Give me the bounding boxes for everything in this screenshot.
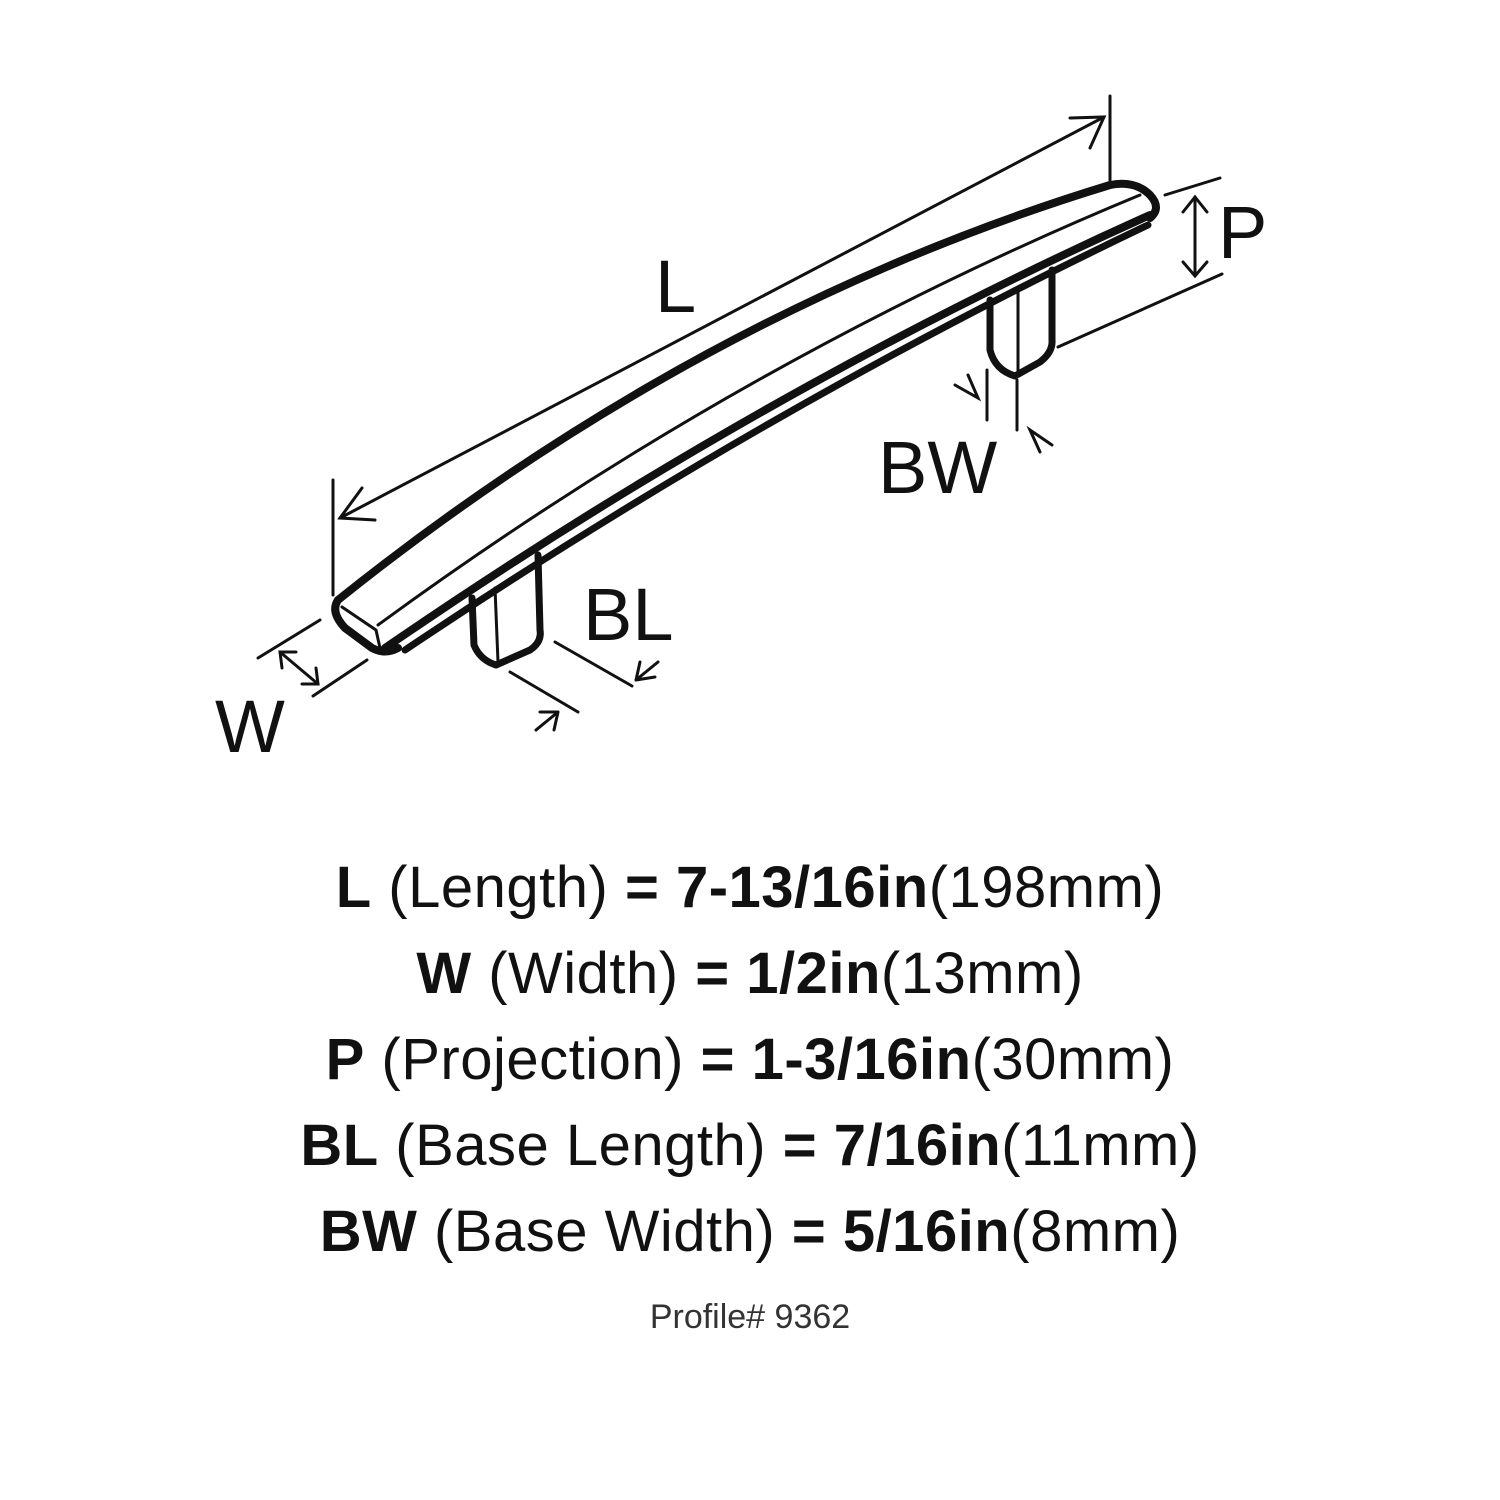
width-extension-bottom	[311, 658, 369, 698]
base-width-label: BW	[878, 426, 997, 509]
spec-name: (Base Length)	[395, 1113, 767, 1178]
spec-inches: 5/16in	[842, 1199, 1011, 1264]
spec-code: W	[416, 941, 472, 1006]
width-arrow-top-icon	[278, 650, 298, 670]
spec-mm: (13mm)	[880, 941, 1084, 1006]
projection-arrow-top-icon	[1181, 194, 1209, 214]
spec-code: BW	[319, 1199, 418, 1264]
spec-name: (Length)	[388, 855, 609, 920]
spec-length: L (Length) = 7-13/16in(198mm)	[0, 845, 1500, 931]
width-dimension-line	[278, 650, 320, 686]
pull-dimension-diagram: L P BW BL W	[215, 94, 1267, 768]
spec-mm: (8mm)	[1010, 1199, 1181, 1264]
bar-top-edge	[334, 181, 1114, 604]
base-width-arrow-right-icon	[1026, 425, 1054, 454]
base-length-extension-top	[553, 640, 634, 688]
right-post	[986, 266, 1056, 380]
spec-mm: (30mm)	[971, 1027, 1175, 1092]
base-length-label: BL	[583, 573, 674, 656]
length-arrow-left-icon	[337, 486, 377, 522]
projection-extension-bottom	[1056, 272, 1224, 349]
base-length-arrow-bottom-icon	[534, 710, 560, 732]
spec-equals: =	[791, 1199, 827, 1264]
spec-mm: (11mm)	[1001, 1113, 1200, 1178]
spec-base-width: BW (Base Width) = 5/16in(8mm)	[0, 1189, 1500, 1275]
bar-left-end	[331, 596, 402, 656]
dimension-lines	[256, 94, 1224, 732]
spec-code: BL	[300, 1113, 379, 1178]
left-post	[468, 551, 544, 669]
base-width-arrow-left-icon	[953, 373, 982, 402]
projection-arrow-bottom-icon	[1181, 260, 1209, 279]
length-dimension-line	[338, 115, 1106, 520]
base-length-arrow-top-icon	[634, 660, 660, 682]
spec-equals: =	[700, 1027, 735, 1092]
spec-mm: (198mm)	[928, 855, 1165, 920]
spec-name: (Projection)	[381, 1027, 684, 1092]
length-arrow-right-icon	[1068, 115, 1107, 150]
bar-right-end	[1106, 179, 1160, 222]
spec-name: (Width)	[488, 941, 679, 1006]
spec-name: (Base Width)	[433, 1199, 776, 1264]
spec-code: L	[335, 855, 372, 920]
base-length-extension-bottom	[508, 670, 580, 714]
spec-base-length: BL (Base Length) = 7/16in(11mm)	[0, 1103, 1500, 1189]
spec-inches: 1-3/16in	[751, 1027, 972, 1092]
spec-code: P	[325, 1027, 365, 1092]
spec-width: W (Width) = 1/2in(13mm)	[0, 931, 1500, 1017]
bar-left-end-facet	[340, 605, 382, 650]
spec-projection: P (Projection) = 1-3/16in(30mm)	[0, 1017, 1500, 1103]
length-label: L	[655, 245, 696, 328]
projection-label: P	[1218, 191, 1267, 274]
width-extension-top	[256, 618, 322, 660]
pull-handle-drawing	[331, 179, 1160, 669]
profile-number: Profile# 9362	[649, 1298, 851, 1336]
dimension-specs: L (Length) = 7-13/16in(198mm) W (Width) …	[0, 845, 1500, 1275]
spec-inches: 7-13/16in	[675, 855, 929, 920]
width-arrow-bottom-icon	[300, 666, 320, 686]
spec-equals: =	[782, 1113, 818, 1178]
left-post-midline	[493, 586, 500, 664]
spec-inches: 7/16in	[833, 1113, 1002, 1178]
spec-inches: 1/2in	[746, 941, 881, 1006]
projection-extension-top	[1163, 176, 1222, 197]
bar-bottom-edge	[401, 221, 1152, 654]
spec-equals: =	[695, 941, 730, 1006]
bar-front-top-edge	[381, 211, 1154, 652]
bar-inner-line	[376, 193, 1142, 627]
dimension-labels: L P BW BL W	[215, 191, 1267, 768]
width-label: W	[215, 685, 285, 768]
spec-equals: =	[624, 855, 660, 920]
